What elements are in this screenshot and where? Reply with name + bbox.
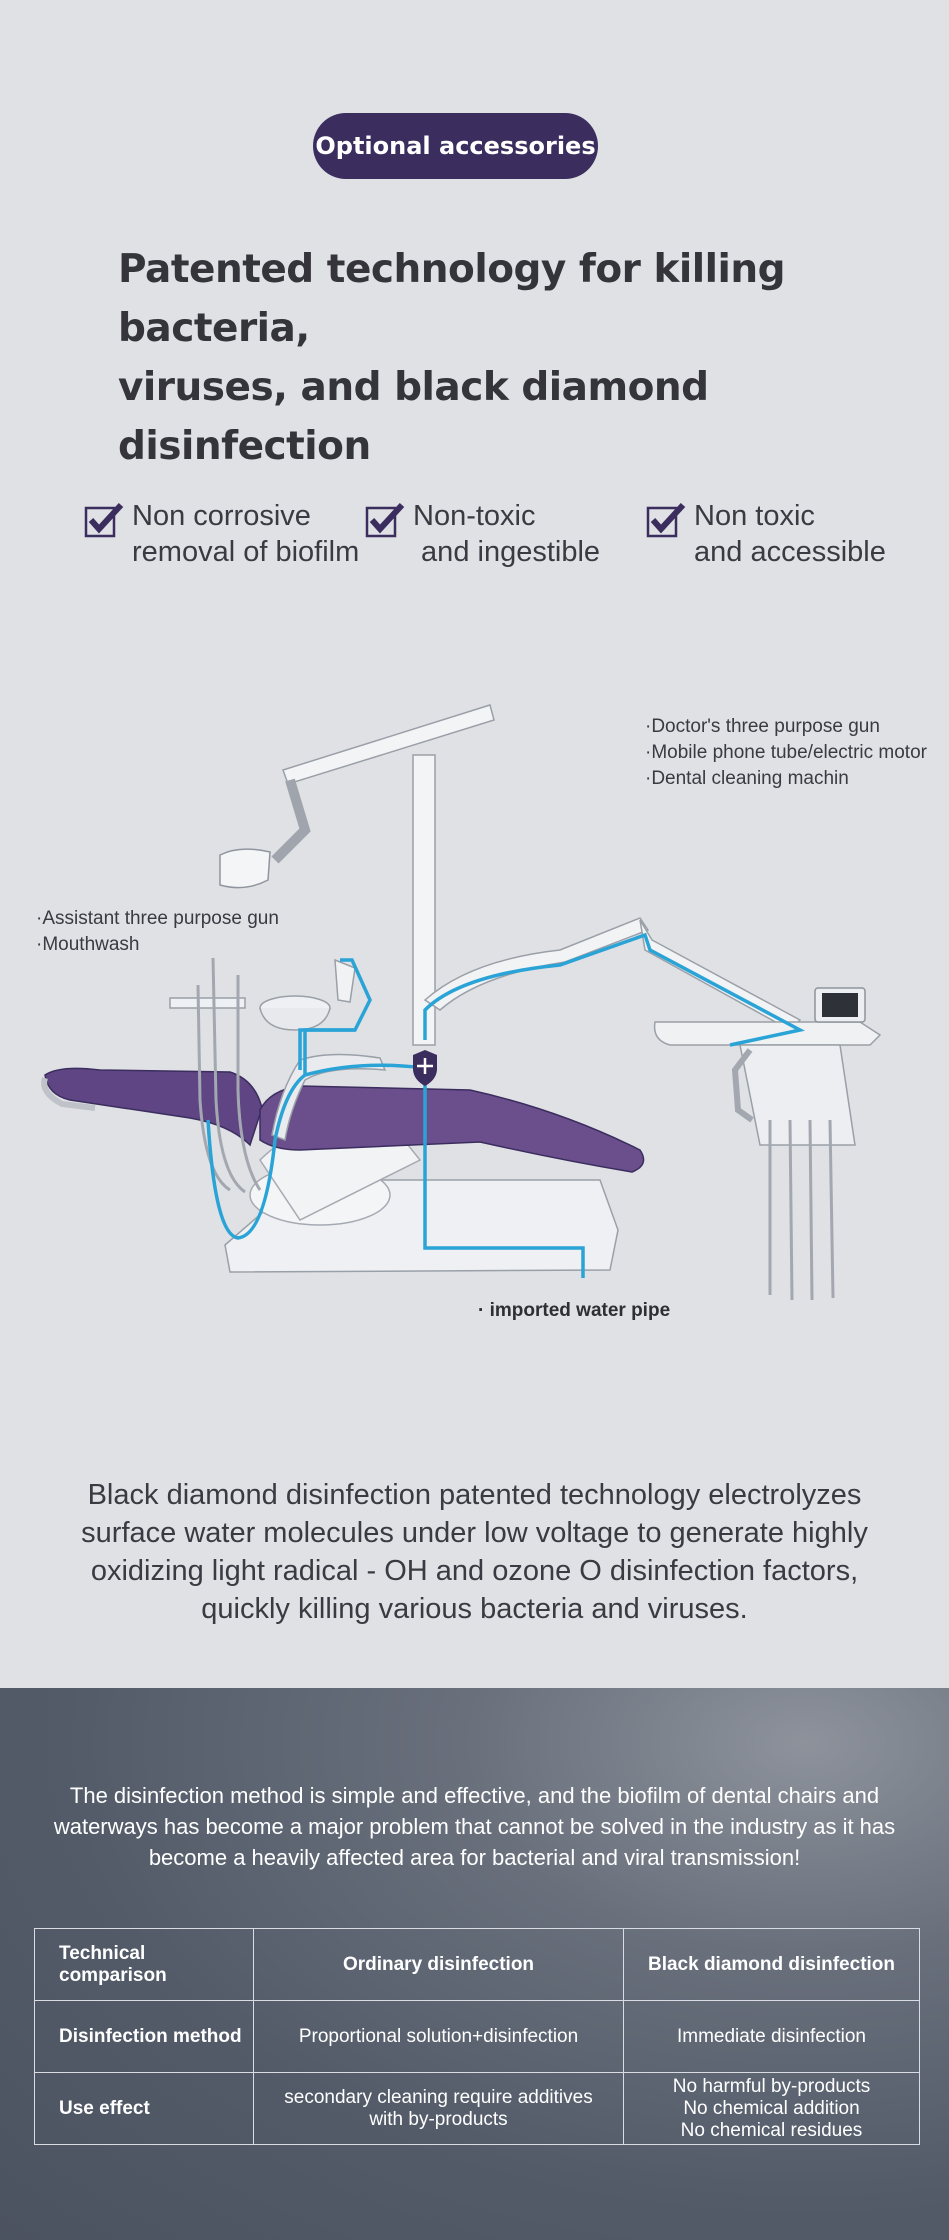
feature-2-line-2: and ingestible bbox=[413, 536, 601, 568]
feature-item-1: Non corrosive removal of biofilm bbox=[84, 498, 359, 570]
chair-headrest-backrest bbox=[44, 1067, 263, 1147]
doctor-instrument-tray bbox=[653, 1021, 882, 1046]
table-header-cell: Black diamond disinfection bbox=[623, 1928, 920, 2001]
cell-line: with by-products bbox=[369, 2108, 508, 2130]
checkbox-checked-icon bbox=[646, 502, 686, 538]
table-row-label: Use effect bbox=[34, 2072, 254, 2145]
table-row: Use effect secondary cleaning require ad… bbox=[34, 2072, 920, 2145]
assistant-callout-line-2: ·Mouthwash bbox=[36, 934, 140, 955]
cell-line: No chemical addition bbox=[683, 2097, 860, 2119]
table-cell: No harmful by-products No chemical addit… bbox=[623, 2072, 920, 2145]
water-pipe-label: · imported water pipe bbox=[478, 1300, 671, 1321]
feature-text-3: Non toxic and accessible bbox=[694, 498, 886, 570]
water-pipe-route bbox=[206, 932, 806, 1278]
headline-line-1: Patented technology for killing bacteria… bbox=[118, 247, 786, 351]
doctor-instruments-callout: ·Doctor's three purpose gun ·Mobile phon… bbox=[645, 714, 927, 792]
lamp-arm bbox=[282, 704, 495, 785]
cell-line: Immediate disinfection bbox=[676, 2025, 867, 2047]
feature-1-line-1: Non corrosive bbox=[132, 500, 311, 532]
cell-line: No harmful by-products bbox=[672, 2075, 871, 2097]
lamp-pole bbox=[412, 754, 436, 1046]
comparison-table: Technical comparison Ordinary disinfecti… bbox=[34, 1928, 920, 2145]
feature-item-3: Non toxic and accessible bbox=[646, 498, 886, 570]
feature-2-line-1: Non-toxic bbox=[413, 500, 536, 532]
doctor-callout-line-2: ·Mobile phone tube/electric motor bbox=[645, 742, 927, 763]
cell-line: No chemical residues bbox=[680, 2119, 863, 2141]
table-cell: Immediate disinfection bbox=[623, 2000, 920, 2073]
table-cell: secondary cleaning require additives wit… bbox=[253, 2072, 624, 2145]
table-header-row: Technical comparison Ordinary disinfecti… bbox=[34, 1928, 920, 2001]
disinfection-description: Black diamond disinfection patented tech… bbox=[81, 1479, 868, 1625]
feature-text-2: Non-toxic and ingestible bbox=[413, 498, 600, 570]
doctor-arm bbox=[423, 917, 650, 1011]
table-cell: Proportional solution+disinfection bbox=[253, 2000, 624, 2073]
feature-item-2: Non-toxic and ingestible bbox=[365, 498, 600, 570]
top-section bbox=[0, 0, 949, 1688]
chair-seat-cushion bbox=[259, 1085, 645, 1173]
table-row: Disinfection method Proportional solutio… bbox=[34, 2000, 920, 2073]
table-row-label: Disinfection method bbox=[34, 2000, 254, 2073]
assistant-callout-line-1: ·Assistant three purpose gun bbox=[36, 908, 279, 929]
headline-line-2: viruses, and black diamond disinfection bbox=[118, 365, 709, 469]
assistant-tray bbox=[169, 997, 246, 1009]
table-header-cell: Ordinary disinfection bbox=[253, 1928, 624, 2001]
dental-lamp bbox=[219, 848, 271, 889]
biofilm-problem-text: The disinfection method is simple and ef… bbox=[53, 1783, 896, 1870]
feature-1-line-2: removal of biofilm bbox=[132, 536, 360, 568]
dental-chair-illustration bbox=[41, 704, 882, 1301]
feature-3-line-2: and accessible bbox=[694, 536, 886, 568]
feature-text-1: Non corrosive removal of biofilm bbox=[132, 498, 359, 570]
page-headline: Patented technology for killing bacteria… bbox=[118, 240, 878, 476]
doctor-callout-line-1: ·Doctor's three purpose gun bbox=[645, 716, 880, 737]
checkbox-checked-icon bbox=[84, 502, 124, 538]
cell-line: Proportional solution+disinfection bbox=[298, 2025, 579, 2047]
cell-line: secondary cleaning require additives bbox=[284, 2086, 593, 2108]
assistant-instruments-callout: ·Assistant three purpose gun ·Mouthwash bbox=[36, 906, 279, 958]
optional-accessories-badge: Optional accessories bbox=[313, 113, 598, 179]
feature-3-line-1: Non toxic bbox=[694, 500, 815, 532]
table-header-cell: Technical comparison bbox=[34, 1928, 254, 2001]
doctor-callout-line-3: ·Dental cleaning machin bbox=[645, 768, 849, 789]
shield-icon bbox=[413, 1050, 437, 1086]
checkbox-checked-icon bbox=[365, 502, 405, 538]
